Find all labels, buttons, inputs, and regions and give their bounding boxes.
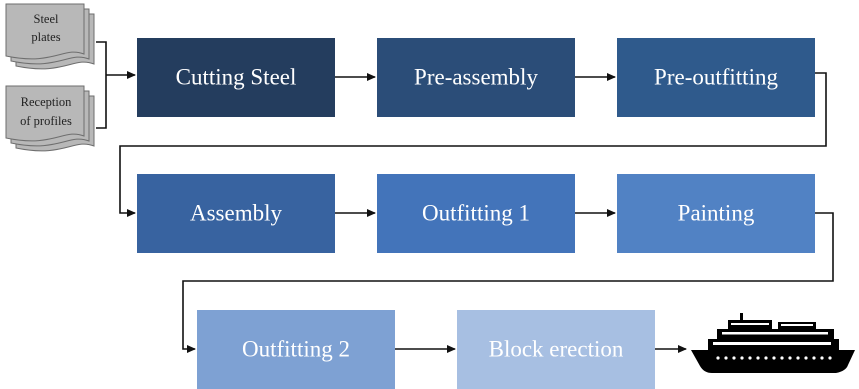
step-label: Painting xyxy=(678,201,755,226)
document-label-line1: Reception xyxy=(21,95,72,109)
step-outfitting-1: Outfitting 1 xyxy=(377,174,575,253)
document-label-line2: of profiles xyxy=(20,114,72,128)
document-label-line2: plates xyxy=(31,30,60,44)
input-document-profiles: Reception of profiles xyxy=(5,85,95,152)
step-label: Pre-outfitting xyxy=(654,65,778,90)
step-label: Cutting Steel xyxy=(176,65,297,90)
step-cutting-steel: Cutting Steel xyxy=(137,38,335,117)
step-pre-outfitting: Pre-outfitting xyxy=(617,38,815,117)
step-label: Block erection xyxy=(489,337,624,362)
input-document-steel-plates: Steel plates xyxy=(5,3,95,70)
step-label: Outfitting 2 xyxy=(242,337,350,362)
step-block-erection: Block erection xyxy=(457,310,655,389)
step-assembly: Assembly xyxy=(137,174,335,253)
document-label-line1: Steel xyxy=(34,12,60,26)
connector-preoutfitting-to-assembly xyxy=(119,72,827,217)
step-pre-assembly: Pre-assembly xyxy=(377,38,575,117)
ship-icon xyxy=(691,313,855,373)
step-painting: Painting xyxy=(617,174,815,253)
step-label: Pre-assembly xyxy=(414,65,538,90)
input-merge-bracket xyxy=(96,41,107,129)
step-label: Assembly xyxy=(190,201,283,226)
connector-painting-to-outfitting2 xyxy=(182,212,834,353)
step-outfitting-2: Outfitting 2 xyxy=(197,310,395,389)
step-label: Outfitting 1 xyxy=(422,201,530,226)
